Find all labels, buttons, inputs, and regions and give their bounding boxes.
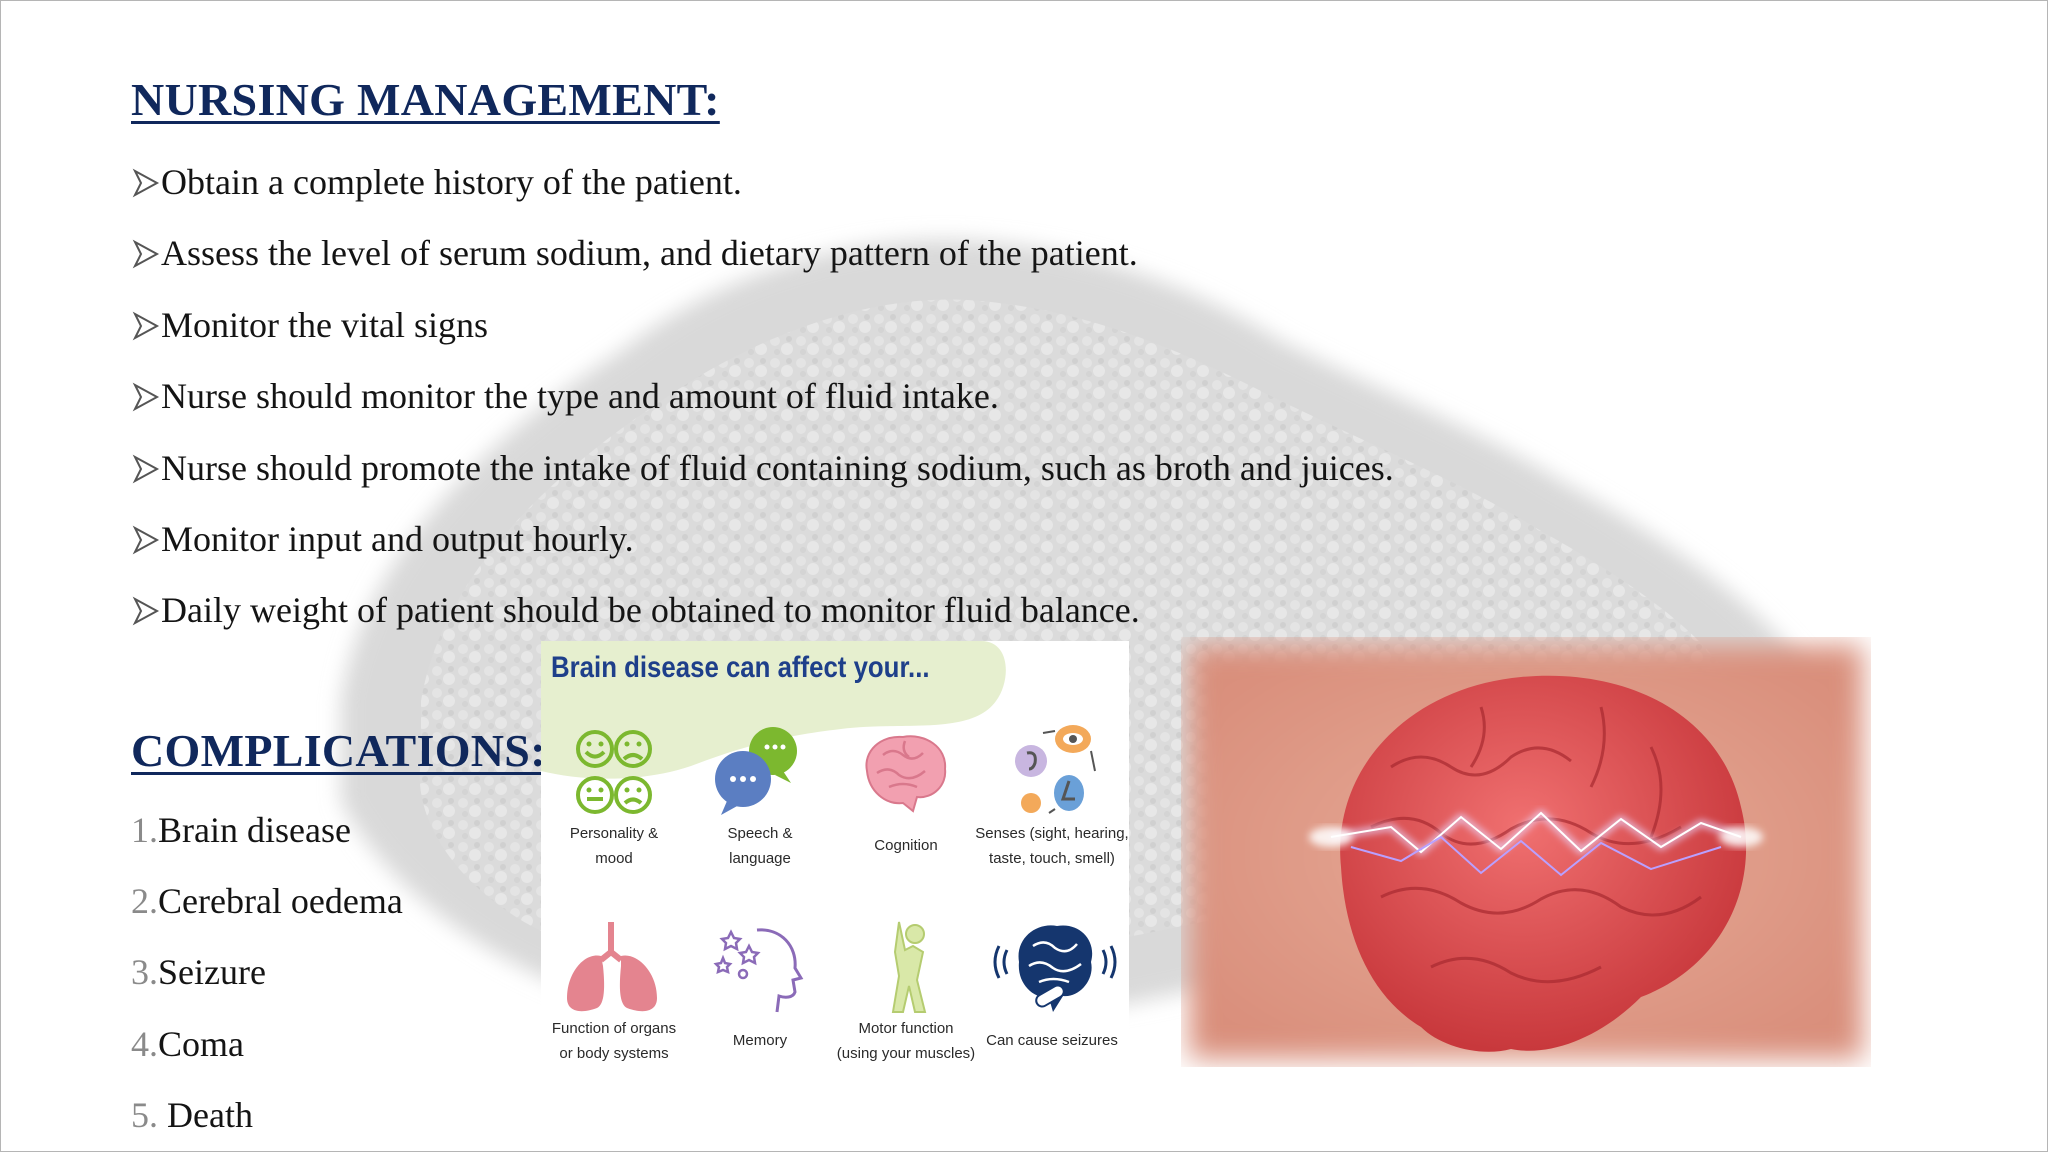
list-item: Assess the level of serum sodium, and di… (131, 232, 1394, 303)
title-background-shape (541, 641, 1006, 779)
seizure-brain-icon (993, 925, 1117, 1012)
list-item: 3.Seizure (131, 951, 403, 1022)
item-label-line2: (using your muscles) (836, 1045, 976, 1062)
complications-heading: COMPLICATIONS: (131, 725, 546, 776)
item-label-line1: Motor function (858, 1020, 954, 1037)
bullet-text: Assess the level of serum sodium, and di… (161, 233, 1138, 274)
item-label-line1: Cognition (874, 837, 938, 854)
list-item: Obtain a complete history of the patient… (131, 161, 1394, 232)
infographic-title: Brain disease can affect your... (551, 651, 930, 684)
item-label-line2: language (729, 850, 791, 867)
item-label-line2: or body systems (559, 1045, 669, 1062)
brain-disease-infographic: Brain disease can affect your... Persona… (541, 641, 1129, 1097)
arrow-bullet-icon (132, 311, 160, 341)
list-number: 2. (131, 881, 158, 922)
nursing-management-list: Obtain a complete history of the patient… (131, 161, 1394, 661)
item-label-line1: Function of organs (551, 1020, 677, 1037)
complications-list: 1.Brain disease 2.Cerebral oedema 3.Seiz… (131, 809, 403, 1151)
arrow-bullet-icon (132, 382, 160, 412)
arrow-bullet-icon (132, 454, 160, 483)
lungs-icon (567, 922, 657, 1012)
arrow-bullet-icon (132, 168, 160, 198)
arrow-bullet-icon (132, 596, 160, 626)
arrow-bullet-icon (132, 525, 160, 555)
complication-text: Brain disease (158, 810, 351, 850)
list-number: 4. (131, 1023, 158, 1064)
bullet-text: Obtain a complete history of the patient… (161, 162, 742, 202)
complication-text: Cerebral oedema (158, 881, 403, 922)
complication-text: Death (167, 1094, 253, 1135)
item-label-line1: Can cause seizures (986, 1032, 1118, 1049)
memory-head-icon (713, 928, 804, 1013)
motor-figure-icon (891, 921, 927, 1013)
brain-photo-image (1189, 645, 1863, 1059)
brain-icon (865, 735, 947, 813)
arrow-bullet-icon (132, 239, 160, 269)
item-label-line2: mood (595, 850, 633, 867)
list-item: Daily weight of patient should be obtain… (131, 589, 1394, 660)
item-label-line1: Senses (sight, hearing, (975, 825, 1129, 842)
speech-bubbles-icon (715, 727, 797, 815)
complication-text: Seizure (158, 952, 266, 993)
list-number: 3. (131, 952, 158, 993)
list-item: Monitor input and output hourly. (131, 518, 1394, 589)
bullet-text: Daily weight of patient should be obtain… (161, 590, 1140, 631)
bullet-text: Nurse should promote the intake of fluid… (161, 447, 1394, 488)
item-label-line2: taste, touch, smell) (989, 850, 1115, 867)
item-label-line1: Personality & (569, 825, 659, 842)
bullet-text: Nurse should monitor the type and amount… (161, 376, 999, 417)
list-number: 1. (131, 810, 158, 850)
nursing-management-heading: NURSING MANAGEMENT: (131, 74, 720, 125)
mood-faces-icon (576, 730, 652, 814)
item-label-line1: Memory (732, 1032, 788, 1049)
item-label-line1: Speech & (727, 825, 793, 842)
list-item: 2.Cerebral oedema (131, 880, 403, 951)
list-item: 4.Coma (131, 1023, 403, 1094)
list-item: Nurse should monitor the type and amount… (131, 375, 1394, 446)
senses-icon (1015, 725, 1096, 814)
list-item: Nurse should promote the intake of fluid… (131, 447, 1394, 518)
list-item: 1.Brain disease (131, 809, 403, 880)
bullet-text: Monitor input and output hourly. (161, 518, 634, 559)
list-item: Monitor the vital signs (131, 304, 1394, 375)
list-item: 5. Death (131, 1094, 403, 1151)
list-number: 5. (131, 1094, 167, 1135)
bullet-text: Monitor the vital signs (161, 304, 488, 345)
complication-text: Coma (158, 1023, 244, 1064)
